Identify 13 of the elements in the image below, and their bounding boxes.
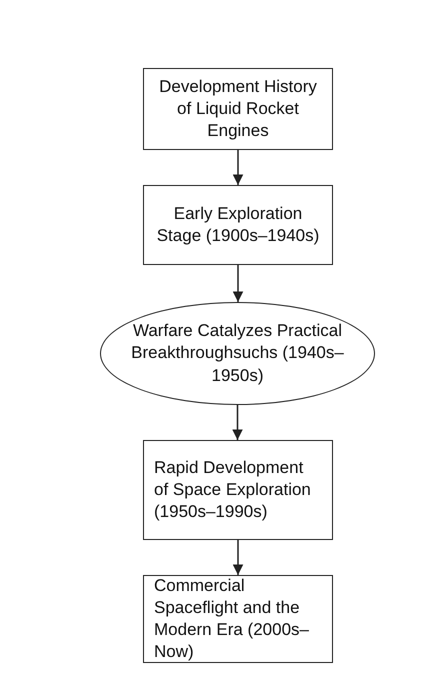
stage-label: Development History of Liquid Rocket Engines — [158, 76, 318, 142]
arrow — [232, 405, 243, 440]
arrow — [232, 150, 244, 185]
stage-box — [143, 185, 333, 265]
arrow — [232, 265, 244, 302]
arrow — [232, 540, 244, 575]
stage-box — [143, 68, 333, 150]
stage-label: Commercial Spaceflight and the Modern Era (2000s–Now) — [154, 574, 310, 664]
stage-label: Early Exploration Stage (1900s–1940s) — [156, 202, 320, 247]
stage-box — [143, 440, 333, 540]
stage-label: Warfare Catalyzes Practical Breakthroughsuchs (1940s–1950s) — [130, 320, 345, 387]
stage-label: Rapid Development of Space Exploration (1950s–1990s) — [154, 456, 312, 524]
stage-box — [143, 575, 333, 663]
